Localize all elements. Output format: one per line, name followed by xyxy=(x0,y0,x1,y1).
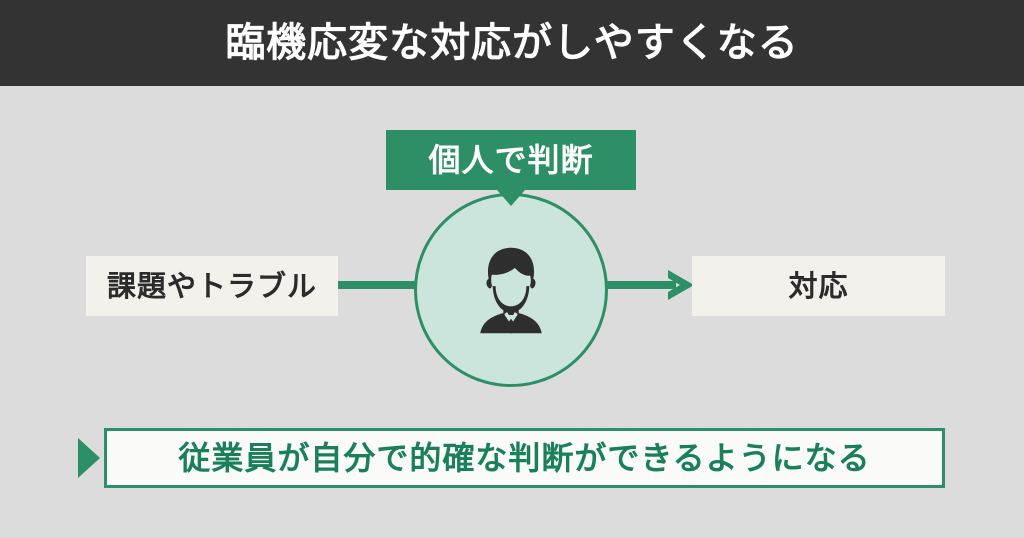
input-box: 課題やトラブル xyxy=(86,256,338,316)
output-box: 対応 xyxy=(692,256,945,316)
arrow-right-icon xyxy=(600,266,696,304)
callout-label: 個人で判断 xyxy=(428,141,594,179)
page-title: 臨機応変な対応がしやすくなる xyxy=(225,20,799,66)
callout-badge: 個人で判断 xyxy=(386,130,636,190)
input-box-label: 課題やトラブル xyxy=(106,268,317,303)
header-bar: 臨機応変な対応がしやすくなる xyxy=(0,0,1024,86)
triangle-right-icon xyxy=(78,438,100,478)
horizontal-line-icon xyxy=(336,281,422,289)
conclusion-banner: 従業員が自分で的確な判断ができるようになる xyxy=(104,428,945,488)
speech-tail-down-icon xyxy=(497,190,525,206)
conclusion-text: 従業員が自分で的確な判断ができるようになる xyxy=(178,439,871,477)
output-box-label: 対応 xyxy=(788,268,849,303)
person-businessman-icon xyxy=(480,247,542,334)
center-circle xyxy=(414,193,608,387)
